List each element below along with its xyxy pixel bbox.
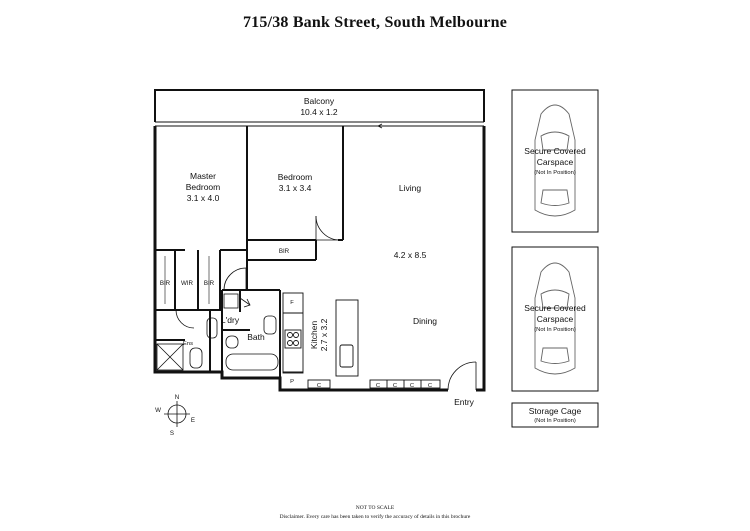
plan-title: 715/38 Bank Street, South Melbourne bbox=[242, 14, 508, 31]
laundry-label: L'dry bbox=[221, 315, 240, 325]
balcony bbox=[154, 89, 485, 129]
compass-w: W bbox=[155, 407, 161, 414]
kitchen-dims: 2.7 x 3.2 bbox=[319, 318, 329, 351]
bedroom-dims: 3.1 x 3.4 bbox=[279, 183, 312, 193]
robe-rails bbox=[164, 256, 210, 304]
carspace-2 bbox=[511, 246, 599, 392]
bedroom-label: Bedroom bbox=[278, 172, 313, 182]
door-swings bbox=[175, 215, 477, 391]
fridge-label: F bbox=[290, 300, 294, 306]
carspace-2-note: (Not In Position) bbox=[534, 327, 576, 333]
dining-label: Dining bbox=[413, 316, 437, 326]
interior-walls bbox=[155, 126, 344, 378]
cupboard-label-3: C bbox=[393, 383, 397, 389]
pantry-label: P bbox=[290, 379, 294, 385]
scale-note: NOT TO SCALE bbox=[355, 505, 395, 511]
wir-label: WIR bbox=[181, 280, 194, 287]
cupboard-label-4: C bbox=[410, 383, 414, 389]
compass-s: S bbox=[170, 430, 174, 437]
balcony-dims: 10.4 x 1.2 bbox=[300, 107, 338, 117]
ensuite-label: Ens bbox=[183, 341, 193, 347]
master-label-1: Master bbox=[190, 171, 216, 181]
carspace-2-line1: Secure Covered bbox=[524, 303, 586, 313]
car-icon-2 bbox=[534, 262, 576, 375]
cupboard-label-1: C bbox=[317, 383, 321, 389]
disclaimer: Disclaimer. Every care has been taken to… bbox=[279, 514, 471, 520]
storage-cage bbox=[511, 402, 599, 428]
bir-label-3: BIR bbox=[279, 248, 290, 255]
master-label-2: Bedroom bbox=[186, 182, 221, 192]
entry-label: Entry bbox=[454, 397, 475, 407]
compass-n: N bbox=[175, 394, 179, 401]
carspace-2-line2: Carspace bbox=[537, 314, 574, 324]
bir-label-1: BIR bbox=[160, 280, 171, 287]
cupboard-label-2: C bbox=[376, 383, 380, 389]
living-dims: 4.2 x 8.5 bbox=[394, 250, 427, 260]
kitchen-label: Kitchen bbox=[309, 321, 319, 350]
bath-fixtures bbox=[223, 293, 279, 371]
cupboard-label-5: C bbox=[428, 383, 432, 389]
carspace-1 bbox=[511, 89, 599, 233]
living-label: Living bbox=[399, 183, 421, 193]
carspace-1-line1: Secure Covered bbox=[524, 146, 586, 156]
car-icon-1 bbox=[534, 104, 576, 217]
exterior-walls bbox=[153, 126, 486, 392]
carspace-1-note: (Not In Position) bbox=[534, 170, 576, 176]
kitchen-fixtures bbox=[282, 292, 441, 389]
compass-icon bbox=[164, 401, 190, 427]
ensuite-fixtures bbox=[156, 317, 218, 371]
balcony-label: Balcony bbox=[304, 96, 335, 106]
storage-note: (Not In Position) bbox=[534, 418, 576, 424]
compass-e: E bbox=[191, 417, 195, 424]
master-dims: 3.1 x 4.0 bbox=[187, 193, 220, 203]
carspace-1-line2: Carspace bbox=[537, 157, 574, 167]
bath-label: Bath bbox=[247, 332, 265, 342]
storage-label: Storage Cage bbox=[529, 406, 582, 416]
bir-label-2: BIR bbox=[204, 280, 215, 287]
